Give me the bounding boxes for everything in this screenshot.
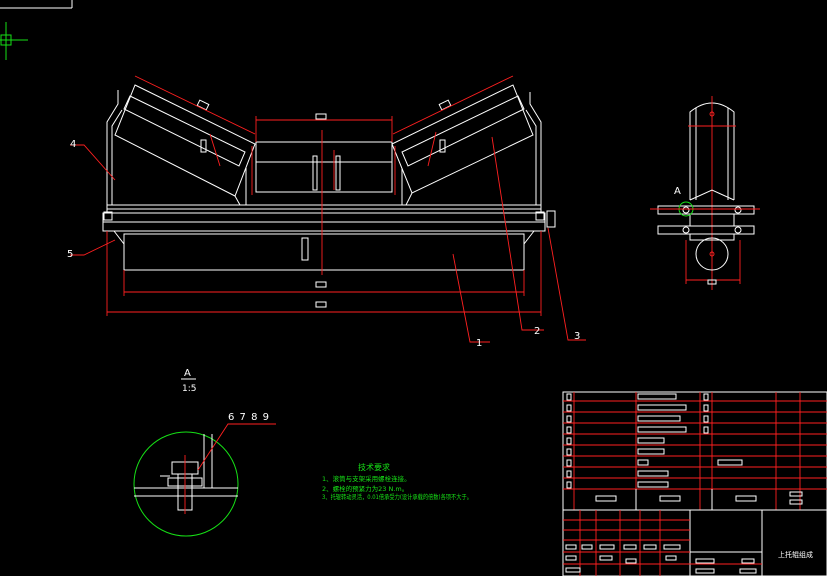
- cursor-crosshair: [0, 22, 28, 60]
- tech-notes: 技术要求 1、滚筒与支架采用螺栓连接。 2、螺栓的预紧力为23 N.m。 3、托…: [322, 462, 472, 501]
- part-label-5: 5: [67, 249, 73, 260]
- drawing-frame: [0, 0, 73, 9]
- part-label-1: 1: [476, 338, 482, 349]
- part-label-2: 2: [534, 326, 540, 337]
- view-label-letter: A: [184, 368, 191, 379]
- title-block-name: 上托辊组成: [778, 550, 813, 559]
- side-view: A: [650, 96, 760, 290]
- front-view: [70, 75, 586, 343]
- tech-note-2: 2、螺栓的预紧力为23 N.m。: [322, 484, 408, 493]
- parts-table: 上托辊组成: [562, 391, 827, 576]
- detail-callout: 6 7 8 9: [228, 412, 270, 423]
- tech-notes-title: 技术要求: [358, 462, 390, 472]
- tech-note-1: 1、滚筒与支架采用螺栓连接。: [322, 474, 411, 483]
- tech-note-3: 3、托辊转动灵活，0.01倍承受力(设计承载的倍数)各项不大于。: [322, 492, 472, 501]
- detail-view: A 1:5 6 7 8 9: [133, 368, 276, 537]
- view-label-scale: 1:5: [182, 384, 196, 394]
- part-labels: 1 2 3 4 5: [67, 139, 580, 349]
- part-label-3: 3: [574, 331, 580, 342]
- side-view-label: A: [674, 186, 681, 197]
- part-label-4: 4: [70, 139, 76, 150]
